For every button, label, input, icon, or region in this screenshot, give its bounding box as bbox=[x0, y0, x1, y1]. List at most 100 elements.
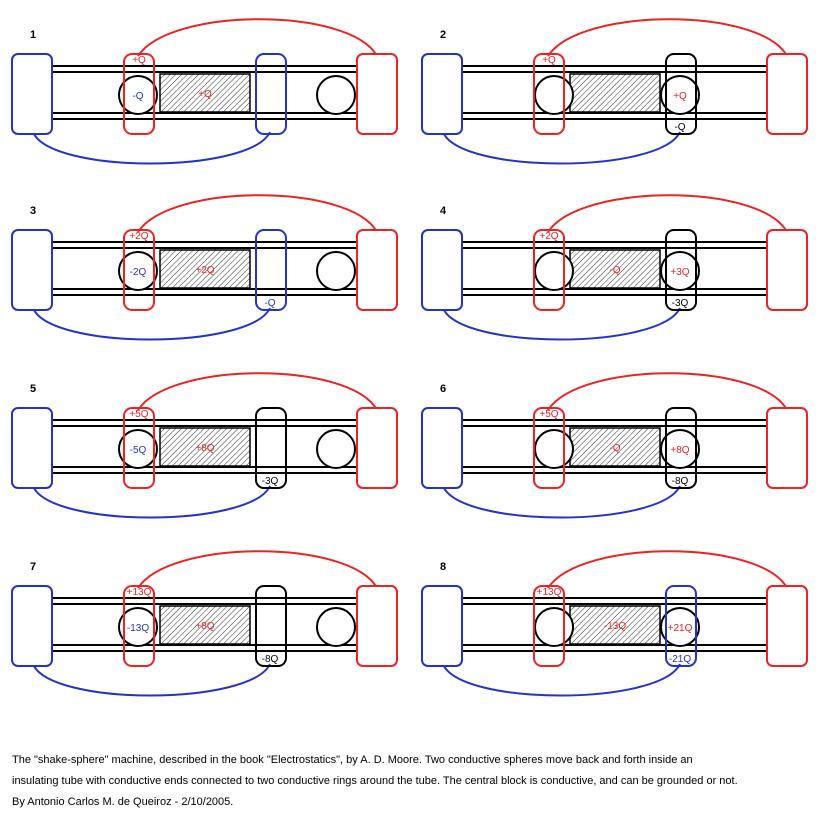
sphere-left bbox=[534, 607, 574, 647]
panel-2: 2+Q-Q+Q bbox=[421, 18, 808, 165]
sphere-right bbox=[316, 429, 356, 469]
ring-b bbox=[255, 585, 287, 667]
sphere-right bbox=[660, 251, 700, 291]
left-end-block bbox=[11, 407, 53, 489]
ring-a-charge: +2Q bbox=[539, 231, 558, 242]
ring-b-charge: -3Q bbox=[672, 298, 689, 309]
block-charge: +8Q bbox=[195, 443, 214, 454]
red-connection-wire bbox=[547, 18, 788, 57]
block-charge: -Q bbox=[609, 443, 620, 454]
blue-connection-wire bbox=[442, 485, 681, 519]
block-charge: -13Q bbox=[604, 621, 626, 632]
red-connection-wire bbox=[547, 372, 788, 411]
panel-6: 6 +5Q -8Q -Q +8Q bbox=[421, 372, 808, 519]
block-charge: +8Q bbox=[195, 621, 214, 632]
red-connection-wire bbox=[137, 372, 378, 411]
right-end-block bbox=[766, 229, 808, 311]
red-connection-wire bbox=[547, 194, 788, 233]
sphere-left bbox=[534, 75, 574, 115]
blue-connection-wire bbox=[32, 485, 271, 519]
sphere-right bbox=[316, 75, 356, 115]
ring-b bbox=[665, 229, 697, 311]
sphere-left-charge: -5Q bbox=[130, 445, 147, 456]
sphere-left-charge: -2Q bbox=[130, 267, 147, 278]
ring-b bbox=[255, 53, 287, 135]
right-end-block bbox=[766, 407, 808, 489]
block-charge: +Q bbox=[198, 89, 212, 100]
sphere-left bbox=[118, 251, 158, 291]
central-block bbox=[159, 73, 251, 113]
sphere-left bbox=[534, 429, 574, 469]
ring-a-charge: +5Q bbox=[129, 409, 148, 420]
sphere-right bbox=[316, 251, 356, 291]
sphere-left bbox=[118, 75, 158, 115]
panel-number: 4 bbox=[440, 205, 447, 217]
blue-connection-wire bbox=[32, 131, 271, 165]
right-end-block bbox=[356, 585, 398, 667]
red-connection-wire bbox=[137, 550, 378, 589]
sphere-left bbox=[118, 429, 158, 469]
left-end-block bbox=[11, 53, 53, 135]
ring-b-charge: -Q bbox=[674, 122, 685, 133]
sphere-left bbox=[118, 607, 158, 647]
block-charge: +2Q bbox=[195, 265, 214, 276]
right-end-block bbox=[356, 229, 398, 311]
panel-number: 3 bbox=[30, 205, 36, 217]
ring-a bbox=[533, 407, 565, 489]
blue-connection-wire bbox=[32, 307, 271, 341]
block-charge: -Q bbox=[609, 265, 620, 276]
ring-b-charge: -8Q bbox=[672, 476, 689, 487]
blue-connection-wire bbox=[442, 663, 681, 697]
ring-b bbox=[665, 53, 697, 135]
panel-4: 4 +2Q -3Q -Q +3Q bbox=[421, 194, 808, 341]
ring-b-charge: -21Q bbox=[669, 654, 691, 665]
ring-b bbox=[255, 407, 287, 489]
sphere-right bbox=[660, 429, 700, 469]
panel-number: 1 bbox=[30, 29, 36, 41]
panel-number: 6 bbox=[440, 383, 446, 395]
ring-b-charge: -8Q bbox=[262, 654, 279, 665]
sphere-left-charge: -13Q bbox=[127, 623, 149, 634]
panel-5: 5 +5Q -3Q +8Q -5Q bbox=[11, 372, 398, 519]
shake-sphere-diagram: 1+Q+Q-Q2+Q-Q+Q3+2Q-Q+2Q-2Q4+2Q-3Q-Q+3Q5+… bbox=[11, 18, 808, 697]
ring-a bbox=[123, 53, 155, 135]
panel-number: 5 bbox=[30, 383, 36, 395]
sphere-right bbox=[660, 607, 700, 647]
ring-b bbox=[665, 407, 697, 489]
left-end-block bbox=[421, 585, 463, 667]
panel-number: 8 bbox=[440, 561, 446, 573]
sphere-left-charge: -Q bbox=[132, 91, 143, 102]
left-end-block bbox=[11, 229, 53, 311]
right-end-block bbox=[766, 53, 808, 135]
sphere-right-charge: +21Q bbox=[668, 623, 693, 634]
caption-line-2: insulating tube with conductive ends con… bbox=[12, 775, 738, 787]
blue-connection-wire bbox=[32, 663, 271, 697]
ring-b-charge: -3Q bbox=[262, 476, 279, 487]
ring-a bbox=[533, 585, 565, 667]
left-end-block bbox=[11, 585, 53, 667]
central-block bbox=[569, 427, 661, 467]
panel-7: 7+13Q-8Q+8Q-13Q bbox=[11, 550, 398, 697]
sphere-right-charge: +8Q bbox=[670, 445, 689, 456]
red-connection-wire bbox=[547, 550, 788, 589]
red-connection-wire bbox=[137, 18, 378, 57]
ring-a-charge: +5Q bbox=[539, 409, 558, 420]
central-block bbox=[159, 605, 251, 645]
red-connection-wire bbox=[137, 194, 378, 233]
sphere-right-charge: +3Q bbox=[670, 267, 689, 278]
ring-a-charge: +Q bbox=[542, 55, 556, 66]
central-block bbox=[159, 249, 251, 289]
left-end-block bbox=[421, 53, 463, 135]
caption: The "shake-sphere" machine, described in… bbox=[12, 750, 812, 813]
central-block bbox=[569, 605, 661, 645]
ring-b bbox=[255, 229, 287, 311]
caption-line-1: The "shake-sphere" machine, described in… bbox=[12, 754, 693, 766]
panel-number: 2 bbox=[440, 29, 446, 41]
panel-3: 3+2Q-Q+2Q-2Q bbox=[11, 194, 398, 341]
central-block bbox=[569, 73, 661, 113]
ring-a bbox=[533, 53, 565, 135]
left-end-block bbox=[421, 407, 463, 489]
sphere-right bbox=[660, 75, 700, 115]
right-end-block bbox=[766, 585, 808, 667]
ring-a-charge: +Q bbox=[132, 55, 146, 66]
